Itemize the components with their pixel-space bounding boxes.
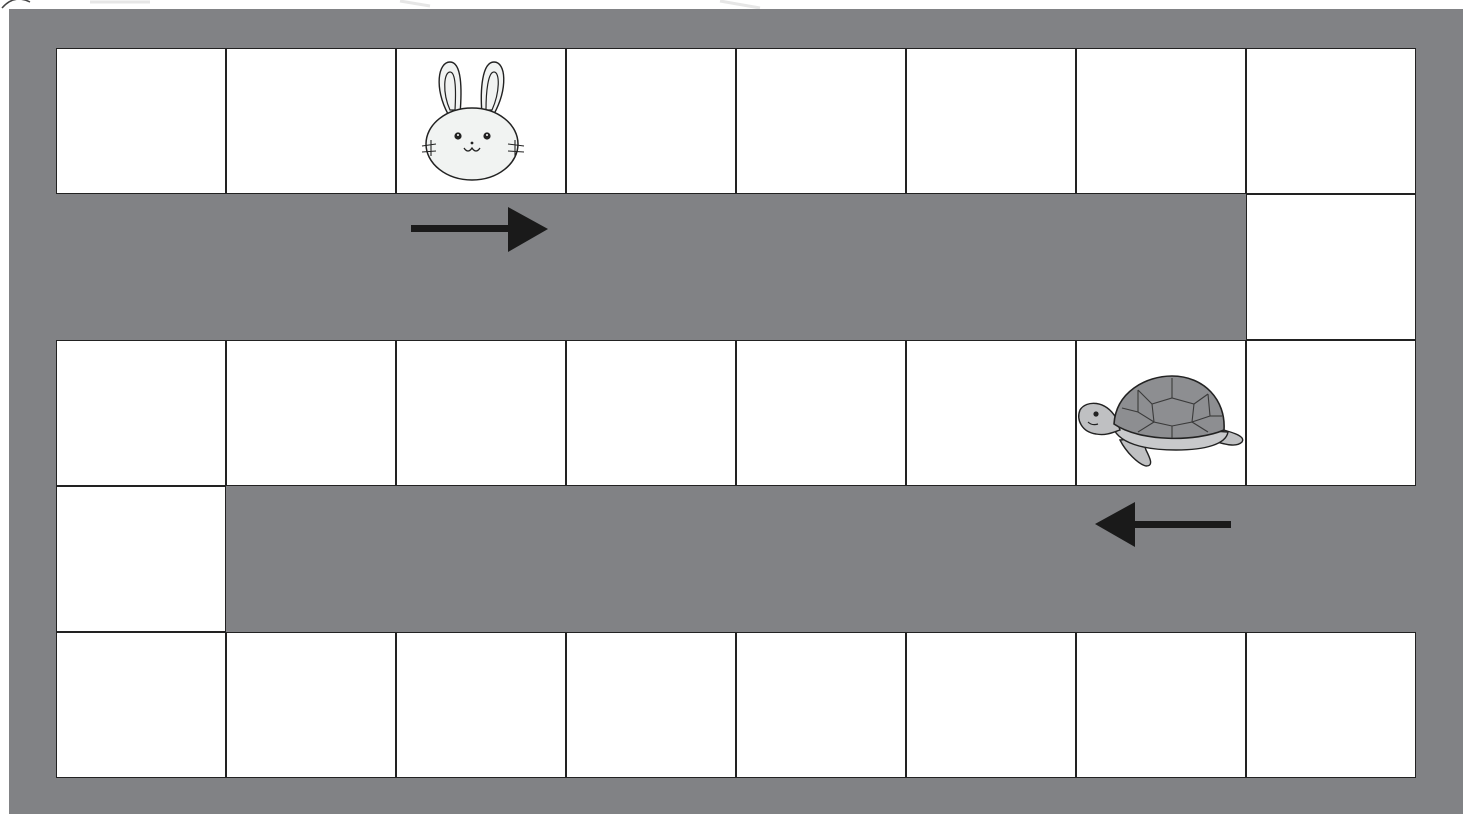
board-cell-r4-c1[interactable] — [226, 632, 396, 778]
board-cell-r2-c0[interactable] — [56, 340, 226, 486]
board-cell-r0-c4[interactable] — [736, 48, 906, 194]
board-cell-r2-c7[interactable] — [1246, 340, 1416, 486]
board-cell-r4-c0[interactable] — [56, 632, 226, 778]
board-cell-r0-c6[interactable] — [1076, 48, 1246, 194]
board-cell-r3-c0[interactable] — [56, 486, 226, 632]
board-cell-r4-c6[interactable] — [1076, 632, 1246, 778]
rabbit-icon[interactable] — [420, 58, 540, 184]
board-cell-r0-c5[interactable] — [906, 48, 1076, 194]
arrow-right-icon — [410, 205, 550, 255]
board-cell-r2-c2[interactable] — [396, 340, 566, 486]
board-cell-r4-c4[interactable] — [736, 632, 906, 778]
board-cell-r0-c7[interactable] — [1246, 48, 1416, 194]
board-cell-r2-c3[interactable] — [566, 340, 736, 486]
board-cell-r0-c0[interactable] — [56, 48, 226, 194]
arrow-left-icon — [1093, 500, 1233, 550]
board-cell-r2-c1[interactable] — [226, 340, 396, 486]
board-cell-r4-c3[interactable] — [566, 632, 736, 778]
board-cell-r4-c2[interactable] — [396, 632, 566, 778]
turtle-icon[interactable] — [1076, 360, 1246, 470]
board-cell-r1-c7[interactable] — [1246, 194, 1416, 340]
board-cell-r0-c3[interactable] — [566, 48, 736, 194]
board-cell-r2-c5[interactable] — [906, 340, 1076, 486]
board-cell-r2-c4[interactable] — [736, 340, 906, 486]
board-cell-r0-c1[interactable] — [226, 48, 396, 194]
cropped-header-fragment — [0, 0, 1463, 9]
board-cell-r4-c7[interactable] — [1246, 632, 1416, 778]
board-cell-r4-c5[interactable] — [906, 632, 1076, 778]
